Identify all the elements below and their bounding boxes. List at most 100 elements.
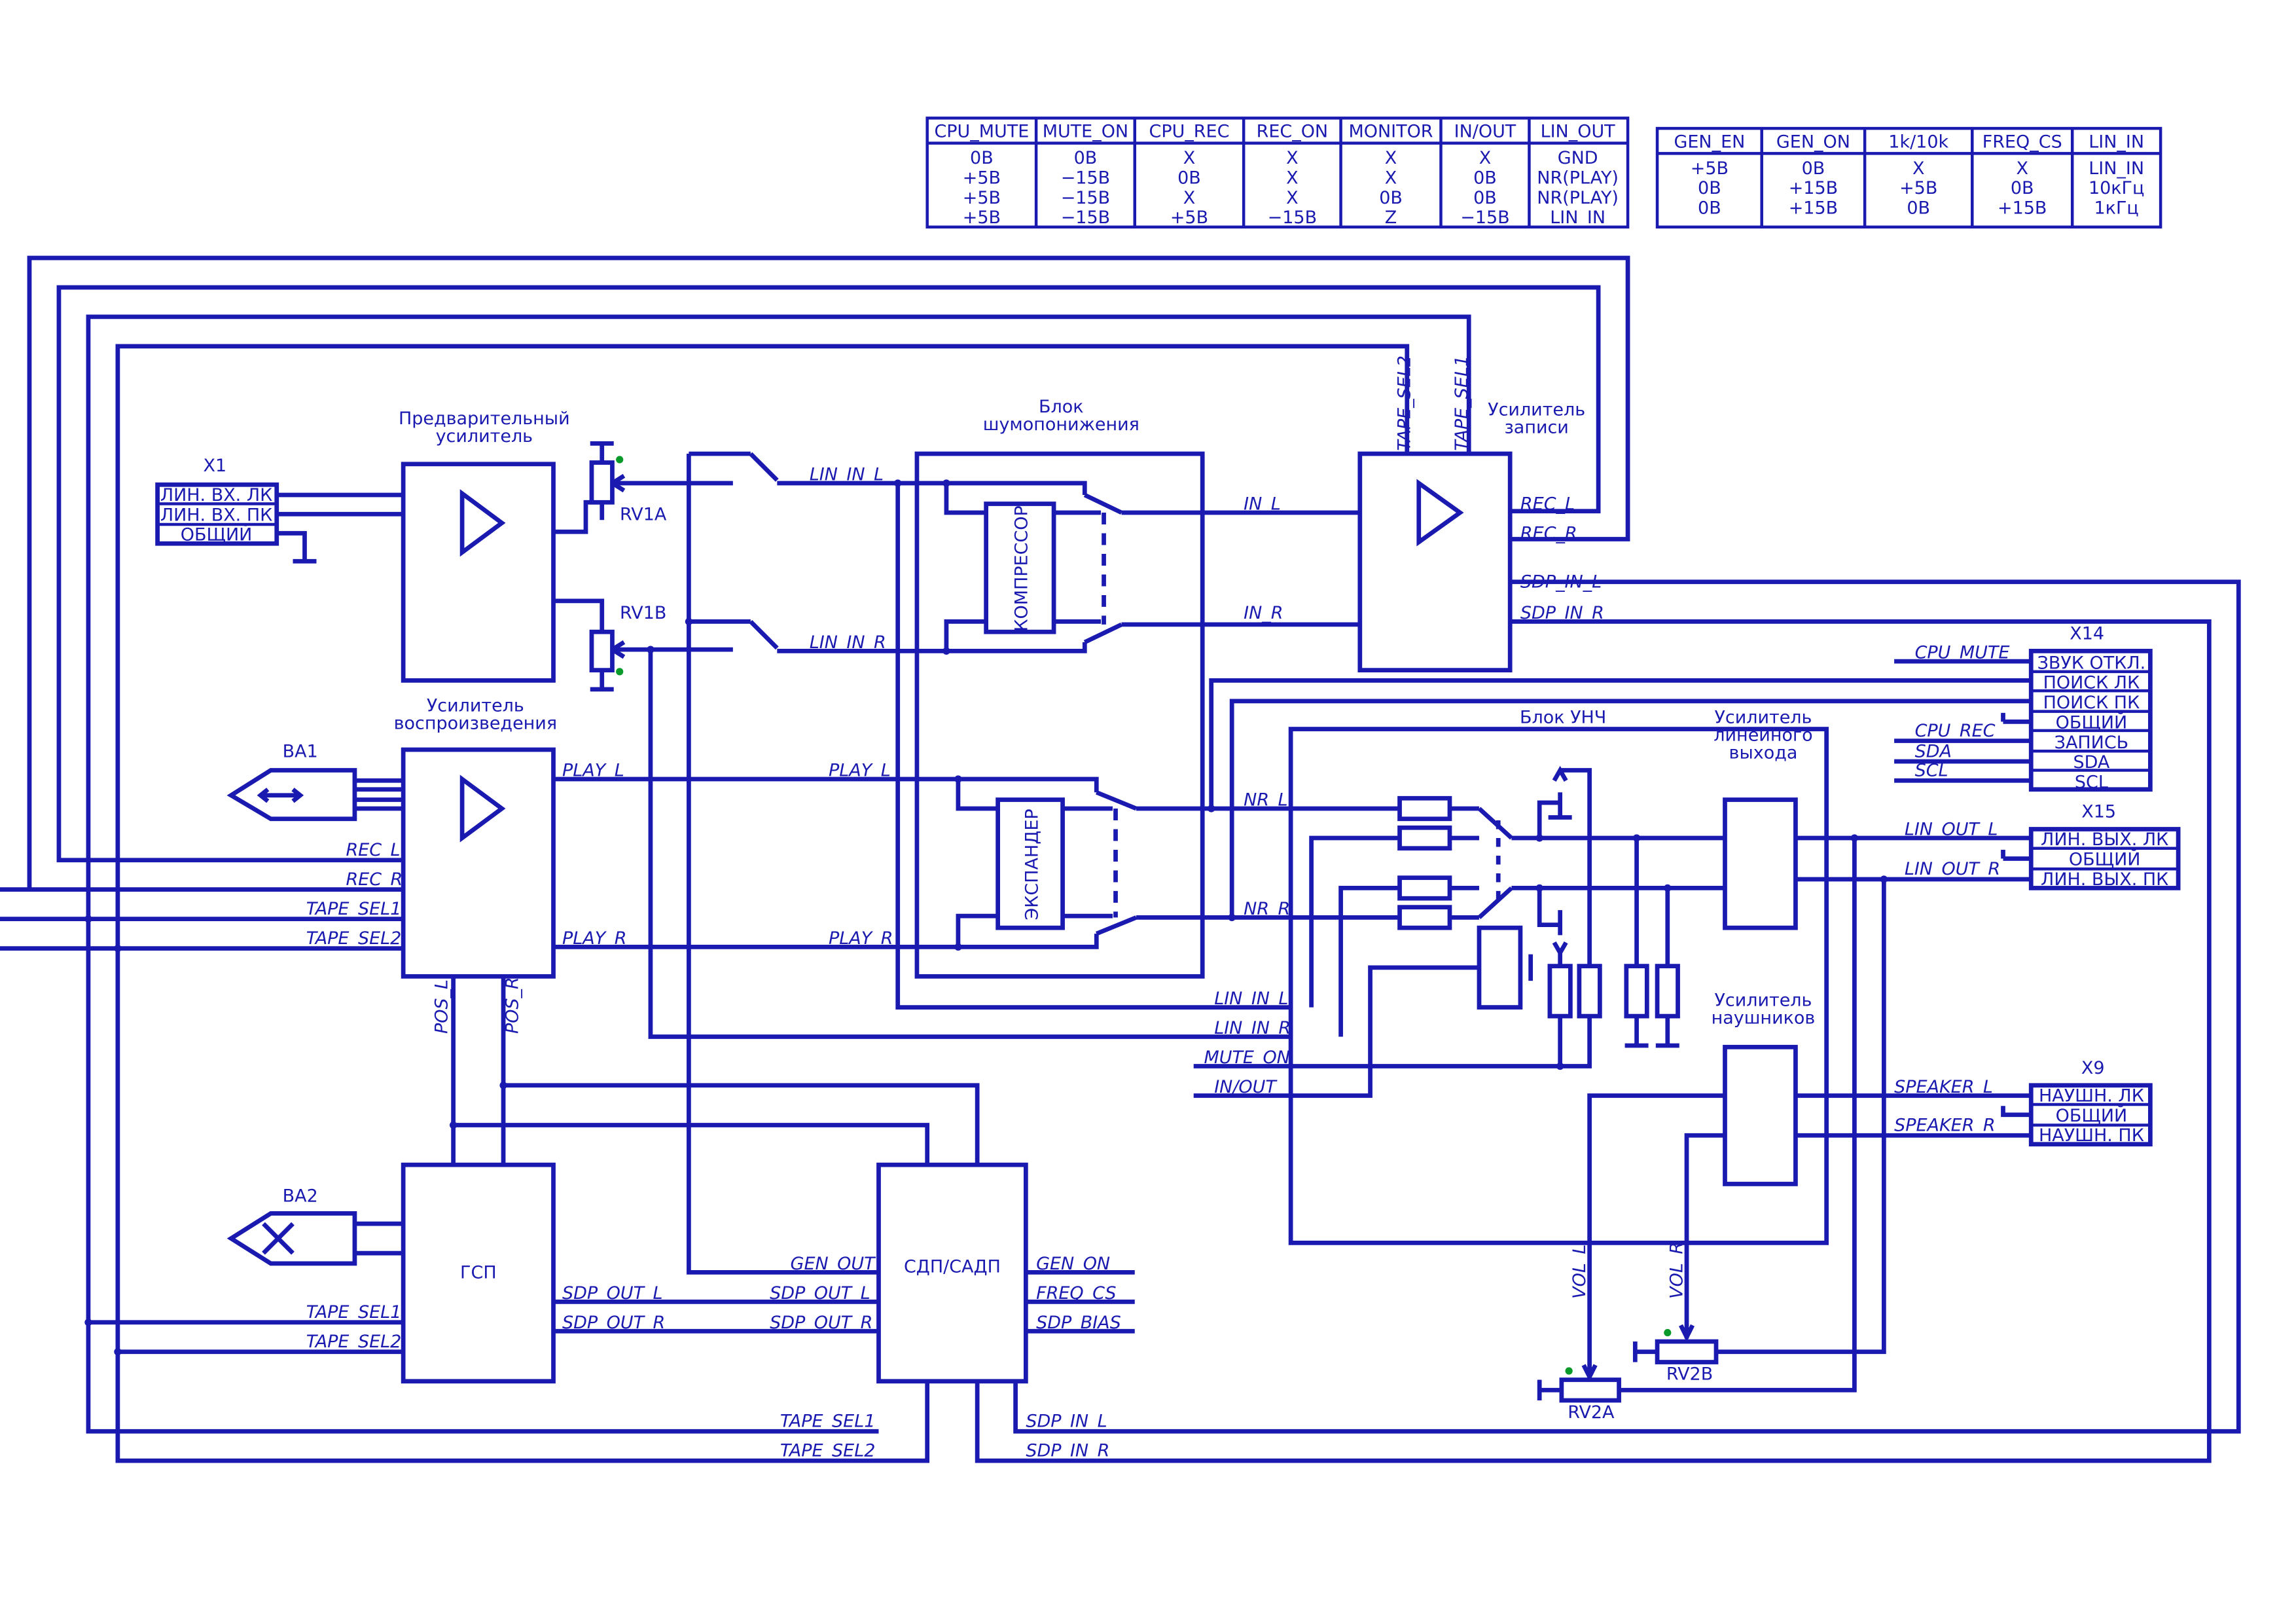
table2-cell: 0В — [1907, 198, 1930, 219]
power-block-label: Блок УНЧ — [1520, 708, 1606, 728]
x14-pin-label: ЗВУК ОТКЛ. — [2037, 653, 2146, 673]
net-speaker-r: SPEAKER_R — [1894, 1115, 1996, 1135]
table2-header-cell: GEN_ON — [1776, 132, 1850, 152]
net-play-l-out: PLAY_L — [562, 761, 624, 781]
table2-header-cell: LIN_IN — [2089, 132, 2144, 152]
table1-header-cell: CPU_MUTE — [934, 122, 1029, 142]
net-tape-sel2-bottom: TAPE_SEL2 — [780, 1440, 876, 1461]
compressor-label: КОМПРЕССОР — [1012, 505, 1032, 631]
x15-pin-label: ЛИН. ВЫХ. ПК — [2041, 869, 2168, 890]
table1-cell: −15В — [1268, 208, 1317, 228]
net-sdp-in-r-bottom: SDP_IN_R — [1026, 1440, 1109, 1461]
net-tape-sel1-top: TAPE_SEL1 — [1452, 356, 1472, 451]
table1-cell: X — [1385, 148, 1397, 168]
table1-cell: Z — [1385, 208, 1397, 228]
label-line: записи — [1504, 418, 1568, 438]
table1-cell: NR(PLAY) — [1537, 188, 1619, 208]
net-nr-r: NR_R — [1244, 899, 1290, 919]
sdp-label: СДП/САДП — [904, 1256, 1001, 1277]
net-lin-out-l: LIN_OUT_L — [1905, 819, 1998, 839]
net-sdp-out-l-gsp: SDP_OUT_L — [562, 1283, 663, 1304]
net-gen-out: GEN_OUT — [791, 1254, 877, 1274]
net-sdp-in-l-right: SDP_IN_L — [1520, 572, 1602, 593]
net-tape-sel1-gsp: TAPE_SEL1 — [306, 1302, 402, 1322]
x1-ref: X1 — [203, 456, 226, 476]
net-lin-out-r: LIN_OUT_R — [1905, 859, 2000, 879]
net-tape-sel1-play: TAPE_SEL1 — [306, 899, 402, 919]
net-lin-in-l-bottom: LIN_IN_L — [1214, 989, 1288, 1009]
table1-cell: +5В — [1170, 208, 1208, 228]
x14-pin-label: ЗАПИСЬ — [2054, 733, 2129, 753]
net-vol-l: VOL_L — [1570, 1245, 1590, 1299]
net-play-r-mid: PLAY_R — [829, 928, 893, 949]
label-line: усилитель — [436, 426, 533, 447]
net-in-r: IN_R — [1244, 603, 1283, 623]
net-scl: SCL — [1915, 761, 1948, 781]
x14-pin-label: ОБЩИЙ — [2056, 712, 2128, 733]
net-nr-l: NR_L — [1244, 790, 1287, 811]
table1-cell: 0В — [1473, 188, 1497, 208]
net-in-out: IN/OUT — [1214, 1077, 1278, 1097]
net-sdp-out-r-sdp: SDP_OUT_R — [770, 1313, 872, 1333]
table2-cell: 0В — [1698, 198, 1721, 219]
table1-cell: X — [1183, 148, 1195, 168]
table1-cell: −15В — [1061, 188, 1110, 208]
table1-cell: X — [1286, 148, 1298, 168]
net-pos-l: POS_L — [432, 979, 452, 1034]
net-lin-in-r-bottom: LIN_IN_R — [1214, 1018, 1291, 1038]
label-line: шумопонижения — [983, 414, 1139, 435]
rv1b-ref: RV1B — [620, 603, 666, 623]
table1-cell: −15В — [1460, 208, 1509, 228]
junctions — [84, 456, 1888, 1375]
table1-header-cell: IN/OUT — [1454, 122, 1516, 142]
net-lin-in-l: LIN_IN_L — [810, 465, 884, 485]
table2-cell: LIN_IN — [2089, 158, 2144, 179]
net-freq-cs: FREQ_CS — [1036, 1283, 1116, 1304]
label-line: Усилитель — [1714, 708, 1812, 728]
net-sda: SDA — [1915, 741, 1952, 761]
net-cpu-mute: CPU_MUTE — [1915, 643, 2010, 663]
label-line: наушников — [1712, 1008, 1816, 1028]
table1-header-cell: CPU_REC — [1149, 122, 1229, 142]
table1-cell: −15В — [1061, 168, 1110, 188]
net-rec-l-right: REC_L — [1520, 494, 1575, 515]
net-tape-sel1-bottom: TAPE_SEL1 — [780, 1411, 876, 1431]
net-sdp-out-l-sdp: SDP_OUT_L — [770, 1283, 870, 1304]
table1-cell: X — [1183, 188, 1195, 208]
table1-cell: NR(PLAY) — [1537, 168, 1619, 188]
table1-cell: X — [1385, 168, 1397, 188]
label-line: Предварительный — [399, 409, 570, 429]
x1-pin-label: ЛИН. ВХ. ЛК — [160, 485, 272, 505]
net-tape-sel2-play: TAPE_SEL2 — [306, 928, 402, 949]
x9-pin-label: НАУШН. ПК — [2039, 1125, 2144, 1146]
ba1-ref: BA1 — [283, 741, 318, 761]
net-speaker-l: SPEAKER_L — [1894, 1077, 1993, 1097]
table2-cell: +5В — [1691, 158, 1729, 179]
label-line: Блок — [1039, 397, 1084, 417]
blocks — [155, 451, 2181, 1384]
table1-header-cell: MONITOR — [1348, 122, 1433, 142]
x14-ref: X14 — [2070, 623, 2104, 644]
expander-label: ЭКСПАНДЕР — [1022, 809, 1042, 920]
x15-ref: X15 — [2081, 801, 2116, 822]
table2-cell: +5В — [1899, 178, 1937, 198]
label-line: Усилитель — [1488, 400, 1585, 420]
net-rec-r-left: REC_R — [346, 869, 403, 890]
x14-pin-label: SCL — [2075, 773, 2108, 793]
net-rec-r-right: REC_R — [1520, 523, 1577, 543]
rv2a-ref: RV2A — [1568, 1402, 1615, 1423]
table1-cell: 0В — [970, 148, 994, 168]
table1-cell: +5В — [963, 208, 1001, 228]
table1-cell: +5В — [963, 168, 1001, 188]
net-sdp-bias: SDP_BIAS — [1036, 1313, 1121, 1333]
